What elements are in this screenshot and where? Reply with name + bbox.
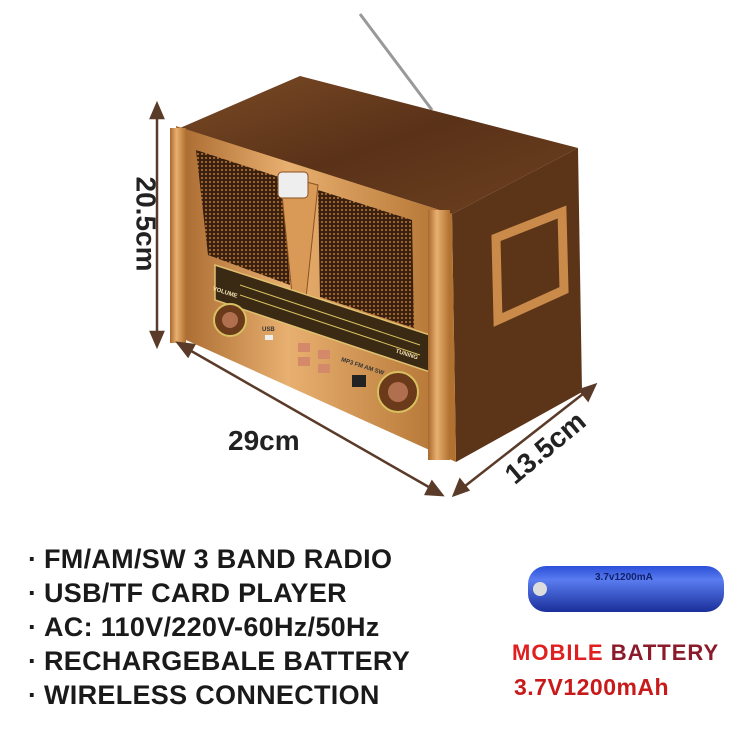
- feature-list: ·FM/AM/SW 3 BAND RADIO ·USB/TF CARD PLAY…: [28, 542, 410, 712]
- feature-item: ·WIRELESS CONNECTION: [28, 678, 410, 712]
- battery-title-word2: BATTERY: [610, 640, 720, 665]
- antenna: [358, 13, 434, 111]
- tuning-knob-cap: [388, 382, 408, 402]
- feature-item: ·USB/TF CARD PLAYER: [28, 576, 410, 610]
- battery-title-word1: MOBILE: [512, 640, 604, 665]
- prev-button[interactable]: [298, 357, 310, 366]
- volume-knob-cap: [222, 312, 238, 328]
- bullet: ·: [28, 646, 38, 676]
- dimension-arrows: [149, 100, 598, 498]
- feature-item: ·RECHARGEBALE BATTERY: [28, 644, 410, 678]
- feature-text: FM/AM/SW 3 BAND RADIO: [44, 544, 393, 574]
- band-switch[interactable]: [352, 375, 366, 387]
- dial-line: [239, 294, 421, 356]
- pillar-right: [428, 210, 450, 460]
- side-handle: [491, 205, 569, 327]
- battery-title: MOBILE BATTERY: [512, 640, 719, 666]
- feature-text: USB/TF CARD PLAYER: [44, 578, 347, 608]
- feature-text: WIRELESS CONNECTION: [44, 680, 380, 710]
- bullet: ·: [28, 544, 38, 574]
- play-button[interactable]: [298, 343, 310, 352]
- radio-top: [180, 76, 578, 214]
- feature-text: RECHARGEBALE BATTERY: [44, 646, 411, 676]
- radio-side: [452, 148, 582, 462]
- pillar-left: [170, 128, 186, 343]
- mode-button[interactable]: [318, 364, 330, 373]
- feature-text: AC: 110V/220V-60Hz/50Hz: [44, 612, 380, 642]
- height-dimension: 20.5cm: [130, 176, 162, 272]
- feature-item: ·FM/AM/SW 3 BAND RADIO: [28, 542, 410, 576]
- speaker-grille-left: [196, 150, 290, 285]
- speaker-grille-right: [318, 190, 414, 328]
- next-button[interactable]: [318, 350, 330, 359]
- usb-port: [265, 335, 273, 340]
- usb-label: USB: [262, 327, 275, 333]
- feature-item: ·AC: 110V/220V-60Hz/50Hz: [28, 610, 410, 644]
- radio-logo: [277, 171, 309, 199]
- bullet: ·: [28, 578, 38, 608]
- bullet: ·: [28, 680, 38, 710]
- battery-spec: 3.7V1200mAh: [514, 674, 670, 700]
- dial-line: [239, 284, 421, 346]
- battery-cell-label: 3.7v1200mA: [595, 572, 653, 583]
- width-dimension: 29cm: [228, 425, 300, 456]
- battery-image: [528, 566, 724, 612]
- bullet: ·: [28, 612, 38, 642]
